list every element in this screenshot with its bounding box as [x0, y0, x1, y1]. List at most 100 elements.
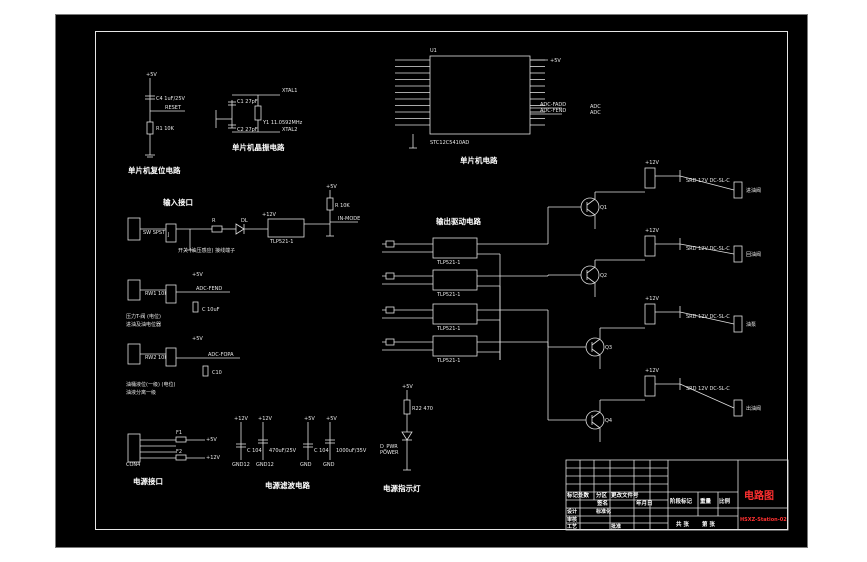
drive-load-connector [733, 245, 743, 263]
svg-text:开关 (油压感应) 接线端子: 开关 (油压感应) 接线端子 [178, 247, 235, 254]
crystal-circuit: C1 27pF C2 27pF Y1 11.0592MHz XTAL1 XTAL… [215, 88, 303, 152]
tb-title: 电路图 [744, 489, 774, 502]
svg-text:+5V: +5V [192, 272, 203, 278]
svg-text:压力T-阀 (电位): 压力T-阀 (电位) [126, 313, 161, 320]
drive-input-resistor [385, 272, 395, 280]
svg-text:C 104: C 104 [314, 448, 329, 454]
drive-load-wire [679, 243, 735, 255]
drive-transistor-emitter [591, 348, 601, 356]
power-filter-circuit: +12V +12V +5V +5V C 104 470uF/25V C 104 … [232, 416, 367, 490]
drive-relay-supply: +12V [645, 228, 660, 234]
svg-text:+5V: +5V [304, 416, 315, 422]
drive-transistor-emitter [586, 208, 596, 216]
power-port: CON4 F1 F2 +5V +12V 电源接口 [126, 430, 221, 486]
svg-text:F1: F1 [176, 430, 182, 436]
drive-relay-supply: +12V [645, 296, 660, 302]
drive-relay-coil [644, 303, 656, 325]
tb-mid-label-1: 重量 [700, 497, 712, 505]
drive-transistor-emitter [591, 421, 601, 429]
drive-opto-label: TLP521-1 [436, 358, 460, 364]
svg-text:Y1 11.0592MHz: Y1 11.0592MHz [262, 120, 303, 126]
drive-transistor-body [580, 265, 600, 285]
svg-text:ADC: ADC [590, 104, 601, 110]
svg-text:进油及油电位器: 进油及油电位器 [126, 321, 161, 328]
svg-text:油液分离一级: 油液分离一级 [126, 389, 156, 396]
svg-text:RW1 10K: RW1 10K [145, 291, 168, 297]
reset-circuit: +5V C4 1uF/25V RESET R1 10K 单片机复位电路 [128, 72, 186, 175]
drive-opto-body [432, 269, 478, 291]
svg-text:ADC-FADD: ADC-FADD [540, 102, 566, 108]
svg-text:CON4: CON4 [126, 462, 140, 468]
svg-text:ADC-FEND: ADC-FEND [196, 286, 222, 292]
drive-input-resistor [385, 338, 395, 346]
svg-text:C4 1uF/25V: C4 1uF/25V [156, 96, 186, 102]
svg-text:R 10K: R 10K [335, 203, 350, 209]
svg-text:DL: DL [241, 218, 248, 224]
crystal-circuit-label: 单片机晶振电路 [232, 142, 285, 152]
drive-relay-label: SRD 12V DC-SL-C [686, 386, 730, 392]
power-indicator-label: 电源指示灯 [383, 483, 421, 493]
tb-drawing-number: HSXZ-Station-02 [740, 517, 787, 523]
drive-load-connector [733, 315, 743, 333]
svg-text:ADC-FOPA: ADC-FOPA [208, 352, 234, 358]
tb-mid-label-2: 比例 [719, 497, 731, 505]
drive-opto-label: TLP521-1 [436, 260, 460, 266]
tb-bottom-label-2: 审核 [567, 516, 577, 523]
drive-load-label: 出油阀 [746, 405, 761, 412]
mcu-part: STC12C5410AD [430, 140, 469, 146]
tb-row-label-3: 签名 [596, 499, 608, 507]
svg-text:+12V: +12V [258, 416, 273, 422]
drive-transistor-body [585, 410, 605, 430]
tb-sheet-count: 共 张 [676, 520, 689, 528]
mcu-ref: U1 [430, 48, 437, 54]
drawing-frame [95, 31, 788, 530]
mcu-circuit-label: 单片机电路 [460, 155, 498, 165]
svg-text:GND12: GND12 [256, 462, 274, 468]
drive-load-label: 油泵 [746, 321, 756, 328]
drive-opto-body [432, 303, 478, 325]
drive-load-connector [733, 181, 743, 199]
svg-text:XTAL2: XTAL2 [282, 127, 297, 133]
svg-text:C 10uF: C 10uF [202, 307, 220, 313]
svg-text:+5V: +5V [326, 416, 337, 422]
drive-transistor-collector [586, 198, 596, 206]
drive-load-label: 进油阀 [746, 187, 761, 194]
svg-text:+5V: +5V [326, 184, 337, 190]
svg-text:1000uF/35V: 1000uF/35V [336, 448, 367, 454]
power-indicator-circuit: +5V R22 470 D_PWR POWER 电源指示灯 [380, 384, 433, 493]
svg-text:F2: F2 [176, 449, 182, 455]
svg-text:470uF/25V: 470uF/25V [269, 448, 297, 454]
reset-circuit-label: 单片机复位电路 [128, 165, 181, 175]
svg-text:+12V: +12V [262, 212, 277, 218]
tb-row-label-0: 标记处数 [566, 491, 590, 499]
drive-relay-coil [644, 235, 656, 257]
drive-load-wire [679, 311, 735, 325]
svg-text:+5V: +5V [550, 58, 561, 64]
input-interface: 输入接口 SW SPST J 开关 (油压感应) 接线端子 R DL TLP52… [126, 184, 360, 396]
power-port-12v: +12V [206, 455, 221, 461]
mcu-block: U1 STC12C5410AD +5V ADC-FADD ADC-FEND AD… [395, 48, 601, 165]
svg-text:ADC-FEND: ADC-FEND [540, 108, 566, 114]
output-drive-label: 输出驱动电路 [436, 216, 481, 226]
drive-opto-label: TLP521-1 [436, 292, 460, 298]
drive-load-connector [733, 399, 743, 417]
svg-text:油桶液位(一级) (电位): 油桶液位(一级) (电位) [126, 381, 175, 388]
tb-mid-label-0: 阶段标记 [670, 497, 693, 505]
opto-u0: TLP521-1 [269, 239, 293, 245]
svg-text:+5V: +5V [402, 384, 413, 390]
drive-load-wire [679, 175, 735, 191]
drive-load-label: 回油阀 [746, 251, 761, 258]
svg-text:C2 27pF: C2 27pF [237, 127, 258, 133]
tb-bottom-label-1: 标准化 [595, 508, 611, 515]
svg-text:ADC: ADC [590, 110, 601, 116]
svg-text:GND12: GND12 [232, 462, 250, 468]
svg-text:J: J [167, 232, 169, 238]
drive-transistor-emitter [586, 276, 596, 284]
drive-input-resistor [385, 306, 395, 314]
svg-text:+5V: +5V [146, 72, 157, 78]
power-port-label: 电源接口 [133, 476, 163, 486]
svg-text:R: R [212, 218, 216, 224]
svg-text:C1 27pF: C1 27pF [237, 99, 258, 105]
mcu-chip [429, 55, 531, 135]
